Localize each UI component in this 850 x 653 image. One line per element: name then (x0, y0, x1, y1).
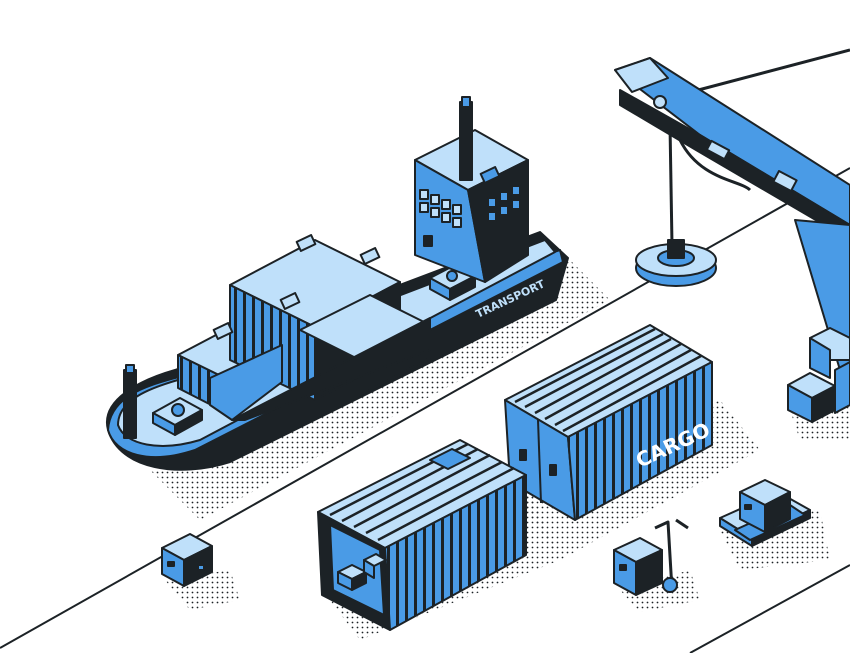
cargo-ship: TRANSPORT (105, 96, 569, 471)
container-stack (177, 234, 431, 421)
ship-bridge-tower (414, 96, 529, 283)
hand-truck-icon (613, 518, 689, 596)
stacked-boxes (787, 327, 850, 423)
ship-mast-rear (123, 364, 137, 439)
cargo-container-closed: CARGO (504, 324, 714, 521)
cardboard-box-icon (161, 533, 213, 587)
crane (614, 48, 850, 371)
road-lines (0, 167, 850, 653)
deck-vent-icon (152, 397, 203, 436)
cargo-container-open (317, 439, 527, 631)
pallet-box-icon (719, 479, 811, 547)
crane-magnet-icon (635, 239, 717, 287)
